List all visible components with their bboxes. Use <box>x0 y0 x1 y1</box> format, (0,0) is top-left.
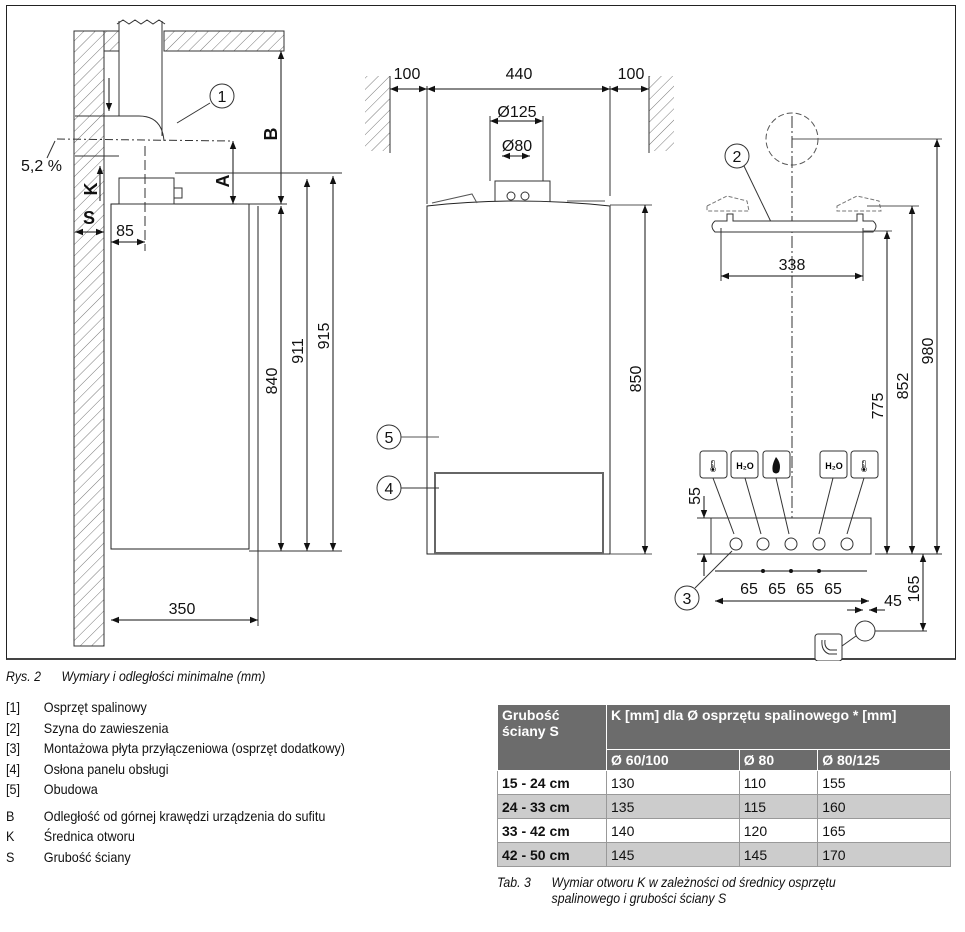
dim-100-right: 100 <box>618 66 645 83</box>
svg-text:🌡: 🌡 <box>856 459 871 473</box>
legend-item: [1]Osprzęt spalinowy <box>6 699 147 715</box>
callout-3: 3 <box>683 591 692 608</box>
side-view: 1 5,2 % A B K S 85 840 911 915 350 <box>21 19 342 647</box>
front-view: 100 440 100 Ø125 Ø80 5 4 850 <box>365 66 674 555</box>
label-A: A <box>213 175 233 188</box>
slope-label: 5,2 % <box>21 158 62 175</box>
hanging-rail <box>711 213 877 233</box>
callout-4: 4 <box>385 481 394 498</box>
heating-flow-icon: 🌡 <box>699 450 728 479</box>
slope-line <box>56 138 233 142</box>
condensate-drain-icon <box>814 633 857 661</box>
dim-100-left: 100 <box>394 66 421 83</box>
dim-65-1: 65 <box>740 581 758 598</box>
dim-915: 915 <box>316 323 333 350</box>
dim-338: 338 <box>779 257 806 274</box>
dim-55: 55 <box>687 487 704 505</box>
legend-item: [4]Osłona panelu obsługi <box>6 760 169 777</box>
connection-icons: 🌡 H₂O H₂O 🌡 <box>699 450 879 479</box>
wall-hatch <box>73 30 105 647</box>
svg-text:H₂O: H₂O <box>825 461 843 471</box>
control-panel-cover <box>434 472 604 554</box>
label-B: B <box>261 128 281 141</box>
table-caption-text: Wymiar otworu K w zależności od średnicy… <box>551 874 836 906</box>
flue-pipe <box>118 21 163 136</box>
dim-840: 840 <box>264 368 281 395</box>
dim-350: 350 <box>169 601 196 618</box>
dim-d80: Ø80 <box>502 138 532 155</box>
subheader: Ø 80/125 <box>817 749 951 771</box>
figure-caption: Rys. 2 Wymiary i odległości minimalne (m… <box>6 668 265 684</box>
label-K: K <box>81 183 101 196</box>
ceiling-hatch <box>163 30 285 52</box>
dim-65-2: 65 <box>768 581 786 598</box>
subheader: Ø 80 <box>738 749 819 771</box>
label-S: S <box>83 208 95 228</box>
legend-item: [2]Szyna do zawieszenia <box>6 719 169 736</box>
dim-65-4: 65 <box>824 581 842 598</box>
callout-2: 2 <box>733 149 742 166</box>
svg-text:🌡: 🌡 <box>705 459 720 473</box>
dim-85: 85 <box>116 223 134 240</box>
figure-number: Rys. 2 <box>6 668 41 684</box>
heating-return-icon: 🌡 <box>850 450 879 479</box>
legend-item: [5]Obudowa <box>6 781 98 797</box>
header-wall-thickness: Grubość ściany S <box>497 704 607 771</box>
table-number: Tab. 3 <box>497 874 531 890</box>
table-caption: Tab. 3 Wymiar otworu K w zależności od ś… <box>497 874 893 906</box>
dim-65-3: 65 <box>796 581 814 598</box>
callout-5: 5 <box>385 430 394 447</box>
cold-water-icon: H₂O <box>819 450 848 479</box>
mounting-view: 2 338 775 852 980 🌡 H₂O H₂O 🌡 <box>674 112 942 661</box>
subheader: Ø 60/100 <box>606 749 740 771</box>
hot-water-icon: H₂O <box>730 450 759 479</box>
k-dimension-table: Grubość ściany S K [mm] dla Ø osprzętu s… <box>497 704 951 867</box>
ceiling-hatch-left <box>103 30 120 52</box>
dim-440: 440 <box>506 66 533 83</box>
legend-item: [3]Montażowa płyta przyłączeniowa (osprz… <box>6 740 345 756</box>
dim-980: 980 <box>920 338 937 365</box>
dim-852: 852 <box>895 373 912 400</box>
condensate-drain-point <box>854 620 876 642</box>
dim-850: 850 <box>628 366 645 393</box>
callout-1: 1 <box>218 89 227 106</box>
boiler-side <box>110 203 250 550</box>
dim-45: 45 <box>884 593 902 610</box>
svg-text:H₂O: H₂O <box>736 461 754 471</box>
drawing-canvas: 1 5,2 % A B K S 85 840 911 915 350 <box>21 19 942 661</box>
dimension-drawing: 1 5,2 % A B K S 85 840 911 915 350 <box>6 5 956 661</box>
header-k-group: K [mm] dla Ø osprzętu spalinowego * [mm] <box>606 704 951 750</box>
callout-1-circle <box>209 83 235 109</box>
gas-icon <box>762 450 791 479</box>
dim-775: 775 <box>870 393 887 420</box>
figure-caption-text: Wymiary i odległości minimalne (mm) <box>61 668 266 684</box>
dim-165: 165 <box>906 576 923 603</box>
boiler-front <box>426 200 611 555</box>
dim-d125: Ø125 <box>497 104 536 121</box>
legend: [1]Osprzęt spalinowy [2]Szyna do zawiesz… <box>6 697 383 867</box>
dim-911: 911 <box>290 338 307 364</box>
